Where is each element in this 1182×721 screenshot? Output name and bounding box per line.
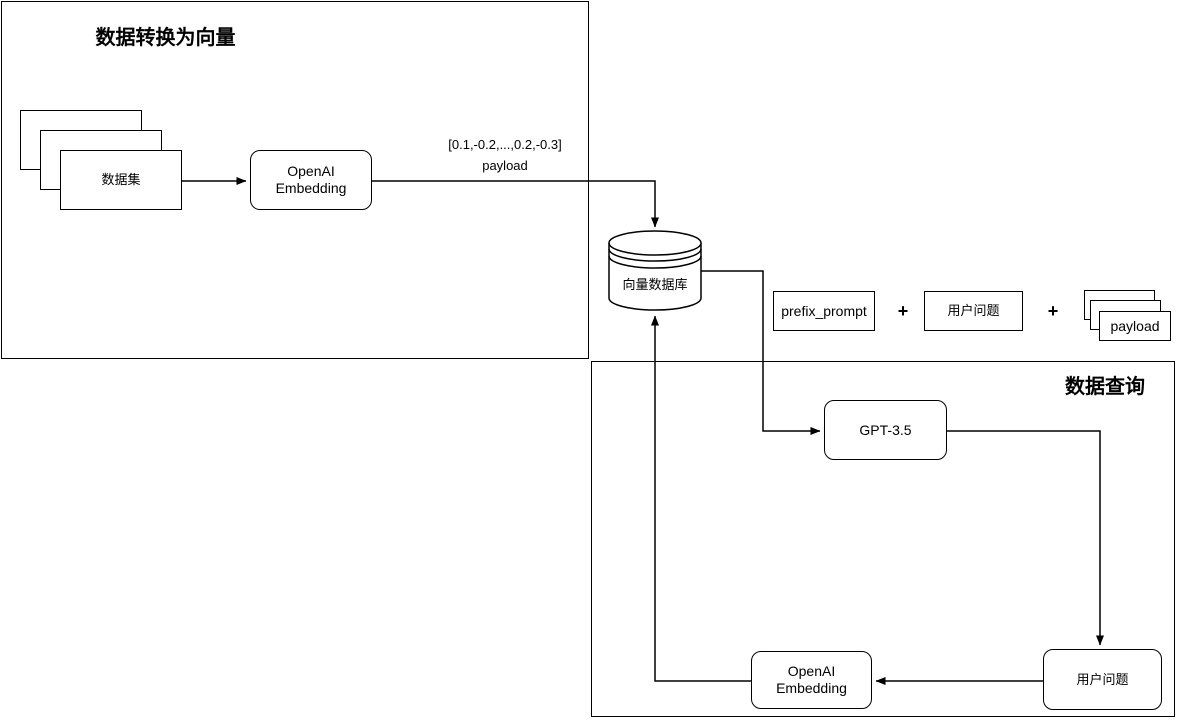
- edge-gpt-to-userquestion: [947, 430, 1104, 646]
- user-question-node: 用户问题: [1043, 649, 1162, 710]
- prefix-prompt-node: prefix_prompt: [773, 291, 875, 331]
- edge-embedding-to-vectordb-up: [651, 315, 751, 682]
- gpt35-node: GPT-3.5: [824, 400, 947, 460]
- vector-payload-label: payload: [482, 158, 528, 173]
- database-cylinder-icon: [608, 230, 702, 311]
- openai-embedding-top-node: OpenAI Embedding: [250, 150, 372, 210]
- payload-node: payload: [1099, 311, 1171, 341]
- user-question-prompt-node: 用户问题: [924, 291, 1023, 331]
- edge-embedding-to-vectordb: [372, 180, 659, 228]
- region-convert-data-to-vectors: [1, 1, 589, 359]
- region-query-title: 数据查询: [1065, 376, 1145, 398]
- openai-embedding-bottom-node: OpenAI Embedding: [751, 651, 872, 709]
- plus-operator-2: +: [1047, 301, 1059, 321]
- vector-db-node: 向量数据库: [622, 277, 688, 292]
- edge-vectordb-to-gpt: [701, 270, 821, 435]
- region-data-query: [591, 361, 1175, 717]
- vector-value-label: [0.1,-0.2,...,0.2,-0.3]: [448, 137, 562, 152]
- region-convert-title: 数据转换为向量: [95, 27, 236, 49]
- plus-operator-1: +: [897, 301, 909, 321]
- dataset-node: 数据集: [60, 150, 182, 210]
